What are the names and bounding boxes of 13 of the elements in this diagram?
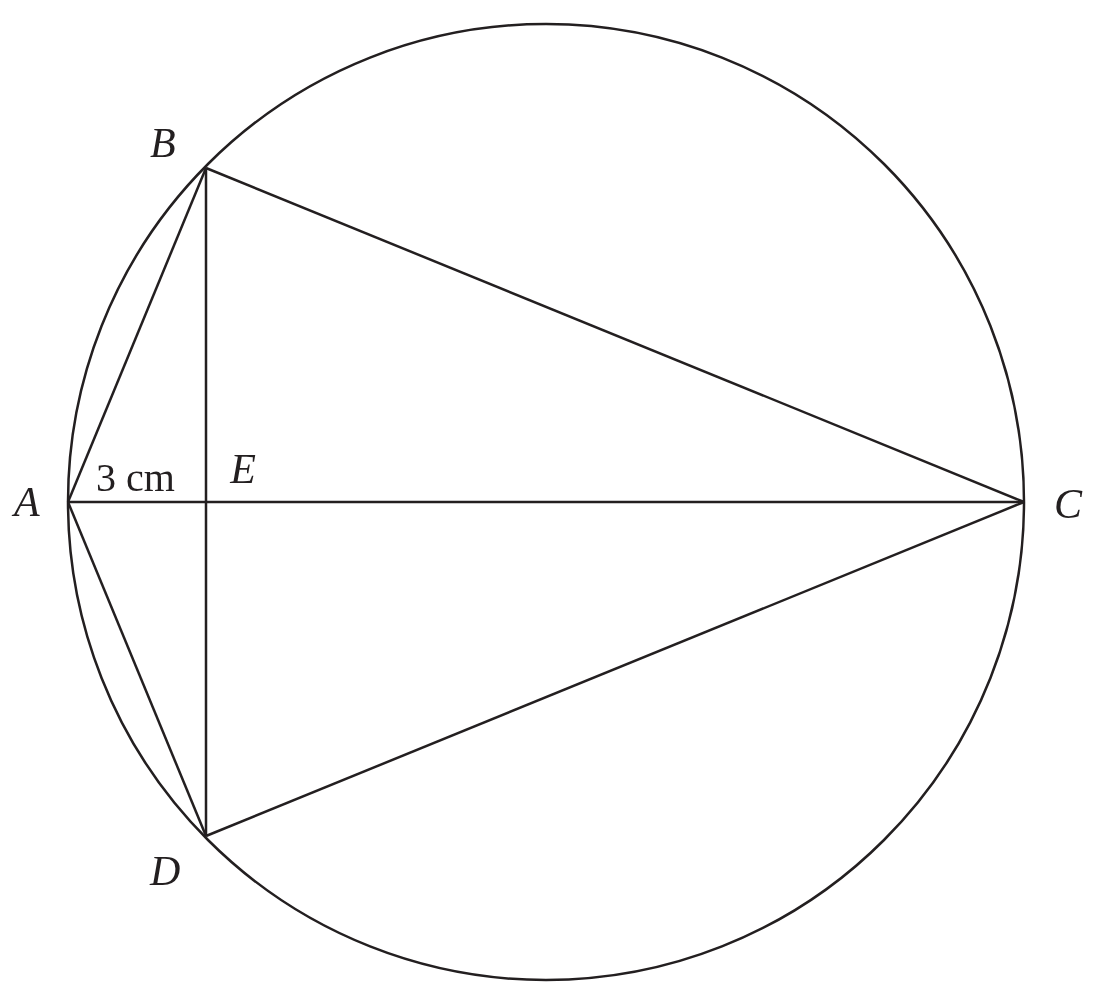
line-segment [68, 500, 206, 504]
line-segment [66, 167, 208, 503]
length-label: 3 cm [96, 458, 175, 498]
line-segment [205, 166, 1025, 504]
point-label: D [150, 836, 206, 892]
line-segment [66, 501, 208, 837]
point-label: C [1024, 480, 1082, 528]
line-segment [205, 500, 1025, 838]
line-segment [204, 502, 208, 836]
point-label: E [206, 448, 256, 502]
line-segment [206, 500, 1024, 504]
line-segment [204, 168, 208, 502]
point-label: B [150, 122, 206, 168]
